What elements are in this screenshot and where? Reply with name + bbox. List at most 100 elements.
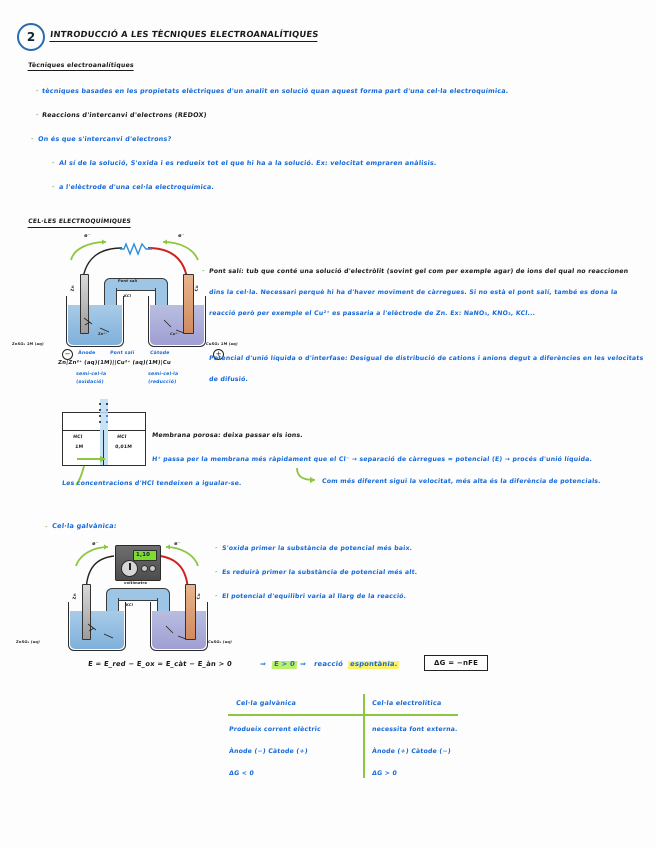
salt-bridge-paragraph-line-3: reacció però per exemple el Cu²⁺ es pass… — [208, 310, 536, 317]
table-header-galvanic: Cel·la galvànica — [235, 699, 297, 707]
section-1-line-2: Reaccions d'intercanvi d'electrons (REDO… — [41, 111, 208, 119]
table-row-2-right: Ànode (+) Càtode (−) — [371, 748, 452, 755]
cathode-label: Càtode — [149, 351, 170, 356]
voltmeter[interactable]: 1,10 — [115, 545, 161, 581]
table-row-2-left: Ànode (−) Càtode (+) — [228, 748, 309, 755]
bullet-dash: - — [52, 183, 55, 191]
membrane-shelf-right — [108, 430, 145, 432]
copper-electrode-2 — [185, 584, 196, 640]
membrane-note-3: Les concentracions d'HCl tendeixen a igu… — [61, 480, 242, 487]
table-row-1-left: Produeix corrent elèctric — [228, 726, 322, 733]
bullet-dash: - — [36, 111, 39, 119]
voltmeter-display: 1,10 — [133, 550, 157, 561]
bullet-dash: - — [215, 568, 218, 576]
electrochemical-cell-diagram: e⁻ e⁻ Pont salí KCl Zn Cu Zn²⁺ Cu²⁺ ZnSO — [12, 233, 238, 353]
halfcell-right-line2: (reducció) — [147, 380, 177, 385]
salt-bridge-2 — [106, 588, 170, 601]
implication-condition: E > 0 — [271, 660, 298, 669]
membrane-note-2: H⁺ passa per la membrana més ràpidament … — [151, 456, 593, 463]
salt-bridge-electrolyte-2: KCl — [125, 603, 134, 607]
copper-electrode-label: Cu — [193, 285, 200, 292]
section-2-heading: CEL·LES ELECTROQUÍMIQUES — [27, 218, 131, 228]
voltmeter-dial[interactable] — [121, 560, 138, 577]
electron-label-right: e⁻ — [177, 233, 185, 239]
membrane-left-solution: HCl — [72, 435, 83, 440]
junction-potential-line-1: Potencial d'unió líquida o d'interfase: … — [208, 355, 644, 362]
membrane-cell-diagram: HCl 1M HCl 0,01M — [62, 399, 146, 466]
bullet-dash: - — [45, 523, 48, 531]
gibbs-energy-formula: ΔG = −nFE — [434, 659, 479, 667]
right-solution-label: CuSO₄ 1M (aq) — [205, 342, 239, 346]
voltmeter-port-1[interactable] — [141, 565, 148, 572]
table-divider-vertical — [363, 694, 365, 778]
bullet-dash: - — [31, 135, 34, 143]
copper-electrode-label-2: Cu — [195, 593, 202, 600]
implication-prefix: ⇒ — [259, 660, 267, 668]
membrane-left-conc: 1M — [74, 445, 84, 450]
salt-bridge-electrolyte: KCl — [123, 294, 132, 298]
implication-result-1: reacció — [313, 660, 344, 668]
galvanic-note-2: Es reduirà primer la substància de poten… — [221, 569, 418, 576]
bullet-dash: - — [202, 267, 205, 275]
halfcell-left-line2: (oxidació) — [75, 380, 105, 385]
zinc-electrode-2 — [82, 584, 91, 640]
bullet-dash: - — [215, 544, 218, 552]
section-1-line-3: On és que s'intercanvi d'electrons? — [37, 135, 172, 143]
halfcell-left-line1: semi-cel·la — [75, 372, 107, 377]
salt-bridge-paragraph-line-1: Pont salí: tub que conté una solució d'e… — [208, 268, 629, 275]
cell-potential-formula: E = E_red − E_ox = E_càt − E_àn > 0 — [87, 660, 233, 668]
membrane-right-conc: 0,01M — [114, 445, 133, 450]
salt-bridge-label: Pont salí — [117, 279, 138, 283]
electron-label-left-2: e⁻ — [91, 541, 99, 547]
ion-flow-arrow — [77, 455, 105, 463]
table-divider-horizontal — [228, 714, 458, 716]
galvanic-note-3: El potencial d'equilibri varia al llarg … — [221, 593, 407, 600]
implication-arrow: ⇒ — [299, 660, 307, 668]
membrane-note-1: Membrana porosa: deixa passar els ions. — [152, 432, 304, 439]
curved-arrow-icon — [296, 467, 316, 484]
beaker-left — [66, 296, 124, 347]
section-1-line-1: tècniques basades en les propietats elèc… — [41, 87, 509, 95]
junction-potential-line-2: de difusió. — [208, 376, 249, 383]
implication-result-2: espontània. — [347, 660, 400, 669]
voltmeter-reading: 1,10 — [136, 551, 151, 558]
section-1-line-5: a l'elèctrode d'una cel·la electroquímic… — [58, 183, 215, 191]
redox-label: Reaccions d'intercanvi d'electrons (REDO… — [41, 111, 208, 119]
negative-sign-badge: − — [62, 349, 73, 360]
gibbs-energy-formula-box: ΔG = −nFE — [424, 655, 489, 672]
galvanic-note-1: S'oxida primer la substància de potencia… — [221, 545, 413, 552]
beaker-right-2 — [150, 602, 208, 651]
membrane-right-solution: HCl — [116, 435, 127, 440]
page-number-badge: 2 — [17, 23, 45, 51]
page-title: INTRODUCCIÓ A LES TÈCNIQUES ELECTROANALÍ… — [49, 29, 319, 42]
voltmeter-port-2[interactable] — [149, 565, 156, 572]
section-1-heading: Tècniques electroanalítiques — [27, 62, 134, 72]
resistor-icon — [120, 242, 152, 256]
membrane-divider — [103, 430, 105, 465]
table-header-electrolytic: Cel·la electrolítica — [371, 699, 442, 707]
right-ion-label: Cu²⁺ — [169, 332, 180, 336]
table-row-3-right: ΔG > 0 — [371, 770, 398, 777]
galvanic-cell-diagram: e⁻ e⁻ 1,10 voltímetre KCl Zn Cu — [16, 540, 232, 651]
electron-label-right-2: e⁻ — [173, 541, 181, 547]
bullet-dash: - — [36, 87, 39, 95]
halfcell-right-line1: semi-cel·la — [147, 372, 179, 377]
section-3-heading: Cel·la galvànica: — [51, 522, 118, 530]
salt-bridge — [104, 278, 168, 291]
table-row-1-right: necessita font externa. — [371, 726, 458, 733]
bullet-dash: - — [215, 592, 218, 600]
salt-bridge-col-label: Pont salí — [109, 351, 135, 356]
membrane-note-1-bold: Membrana porosa: deixa passar els ions. — [151, 432, 304, 439]
zinc-electrode — [80, 274, 89, 334]
salt-bridge-paragraph-line-2: dins la cel·la. Necessari perquè hi ha d… — [208, 289, 618, 296]
left-solution-label: ZnSO₄ 1M (aq) — [11, 342, 45, 346]
anode-label: Ànode — [77, 351, 96, 356]
cell-notation: Zn|Zn²⁺ (aq)(1M)||Cu²⁺ (aq)(1M)|Cu — [57, 360, 172, 366]
voltmeter-caption: voltímetre — [123, 581, 148, 585]
copper-electrode — [183, 274, 194, 334]
membrane-shelf-left — [63, 430, 100, 432]
beaker-right — [148, 296, 206, 347]
beaker-left-2 — [68, 602, 126, 651]
zinc-electrode-label: Zn — [69, 285, 76, 292]
